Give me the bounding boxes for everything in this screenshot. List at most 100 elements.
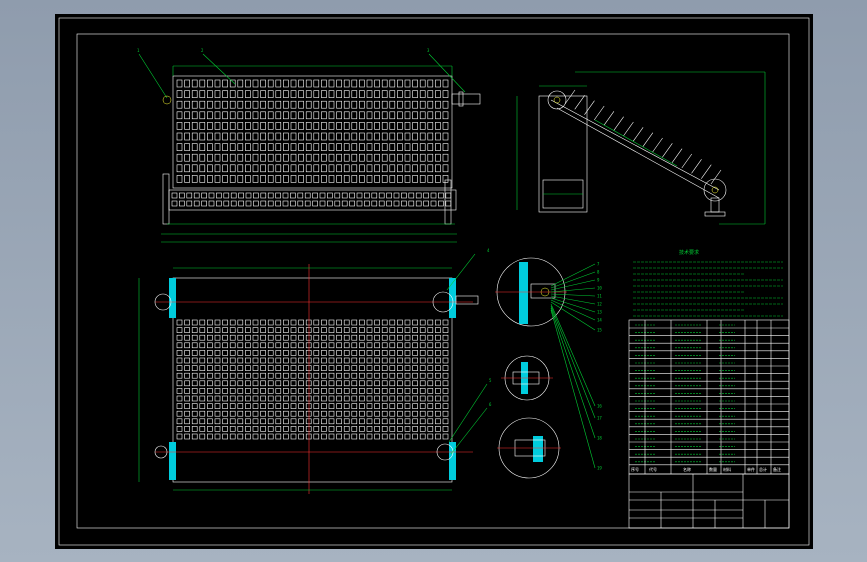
- plan-slot: [351, 372, 358, 379]
- plan-slot: [419, 426, 426, 432]
- plan-slot: [245, 357, 251, 364]
- plan-frame: [172, 277, 453, 483]
- rack-slot: [336, 175, 342, 183]
- rack-slot: [374, 122, 380, 130]
- plan-slot: [184, 319, 190, 326]
- plan-slot: [374, 388, 380, 394]
- plan-slot: [191, 388, 198, 394]
- rail-slot: [275, 200, 281, 207]
- plan-slot: [442, 418, 449, 425]
- rail-slot: [438, 200, 444, 207]
- plan-slot: [222, 395, 228, 402]
- plan-slot: [283, 372, 289, 379]
- plan-slot: [442, 357, 449, 364]
- plan-slot: [366, 342, 373, 349]
- rack-slot: [237, 79, 244, 88]
- plan-slot: [260, 342, 266, 349]
- rack-slot: [313, 79, 320, 88]
- rack-slot: [381, 79, 388, 88]
- detail-leader: [550, 287, 596, 293]
- rack-slot: [442, 175, 449, 183]
- plan-slot: [252, 388, 259, 394]
- plan-slot: [412, 327, 418, 333]
- rack-slot: [313, 90, 320, 98]
- rack-slot: [245, 90, 251, 98]
- plan-slot: [252, 433, 259, 440]
- plan-slot: [313, 342, 320, 349]
- rail-slot: [267, 200, 274, 207]
- rack-slot: [404, 111, 411, 120]
- rail-slot: [201, 192, 207, 199]
- rack-slot: [313, 100, 320, 109]
- rack-slot: [351, 100, 358, 109]
- plan-slot: [207, 410, 213, 417]
- plan-slot: [207, 357, 213, 364]
- plan-slot: [275, 372, 282, 379]
- plan-slot: [313, 357, 320, 364]
- plan-slot: [199, 380, 206, 387]
- plan-slot: [359, 395, 365, 402]
- rack-slot: [214, 143, 221, 151]
- conveyor-tooth: [662, 143, 673, 158]
- plan-slot: [427, 433, 434, 440]
- detail-leader: [550, 263, 596, 287]
- plan-slot: [199, 319, 206, 326]
- plan-slot: [389, 395, 396, 402]
- rack-slot: [404, 122, 411, 130]
- plan-slot: [336, 319, 342, 326]
- plan-slot: [222, 380, 228, 387]
- rack-slot: [397, 122, 403, 130]
- plan-slot: [374, 372, 380, 379]
- plan-slot: [442, 426, 449, 432]
- plan-slot: [298, 426, 304, 432]
- plan-slot: [199, 365, 206, 371]
- rack-slot: [229, 90, 236, 98]
- rack-slot: [343, 100, 350, 109]
- rack-slot: [252, 122, 259, 130]
- rack-slot: [359, 111, 365, 120]
- rack-slot: [435, 143, 441, 151]
- plan-slot: [222, 327, 228, 333]
- plan-slot: [397, 365, 403, 371]
- rack-slot: [283, 175, 289, 183]
- plan-slot: [260, 357, 266, 364]
- plan-slot: [298, 433, 304, 440]
- plan-slot: [222, 418, 228, 425]
- plan-slot: [412, 319, 418, 326]
- rack-slot: [328, 122, 335, 130]
- plan-slot: [222, 410, 228, 417]
- plan-slot: [260, 395, 266, 402]
- rack-slot: [404, 153, 411, 162]
- plan-slot: [343, 426, 350, 432]
- plan-slot: [404, 365, 411, 371]
- rack-slot: [229, 175, 236, 183]
- plan-slot: [397, 350, 403, 356]
- plan-slot: [191, 365, 198, 371]
- rack-slot: [374, 90, 380, 98]
- plan-slot: [313, 365, 320, 371]
- rack-slot: [351, 175, 358, 183]
- detail-leader: [550, 303, 596, 407]
- plan-slot: [389, 426, 396, 432]
- rack-slot: [267, 90, 274, 98]
- rack-slot: [404, 143, 411, 151]
- rack-slot: [366, 164, 373, 173]
- rack-slot: [222, 79, 228, 88]
- plan-slot: [207, 372, 213, 379]
- plan-slot: [381, 327, 388, 333]
- plan-slot: [427, 380, 434, 387]
- plan-slot: [412, 410, 418, 417]
- plan-slot: [343, 388, 350, 394]
- plan-slot: [298, 365, 304, 371]
- plan-slot: [435, 357, 441, 364]
- plan-slot: [389, 380, 396, 387]
- rack-slot: [351, 90, 358, 98]
- plan-slot: [275, 395, 282, 402]
- plan-slot: [298, 388, 304, 394]
- plan-slot: [321, 342, 327, 349]
- rack-slot: [252, 111, 259, 120]
- plan-slot: [207, 327, 213, 333]
- rack-slot: [199, 90, 206, 98]
- rack-slot: [176, 143, 183, 151]
- rail-slot: [171, 192, 178, 199]
